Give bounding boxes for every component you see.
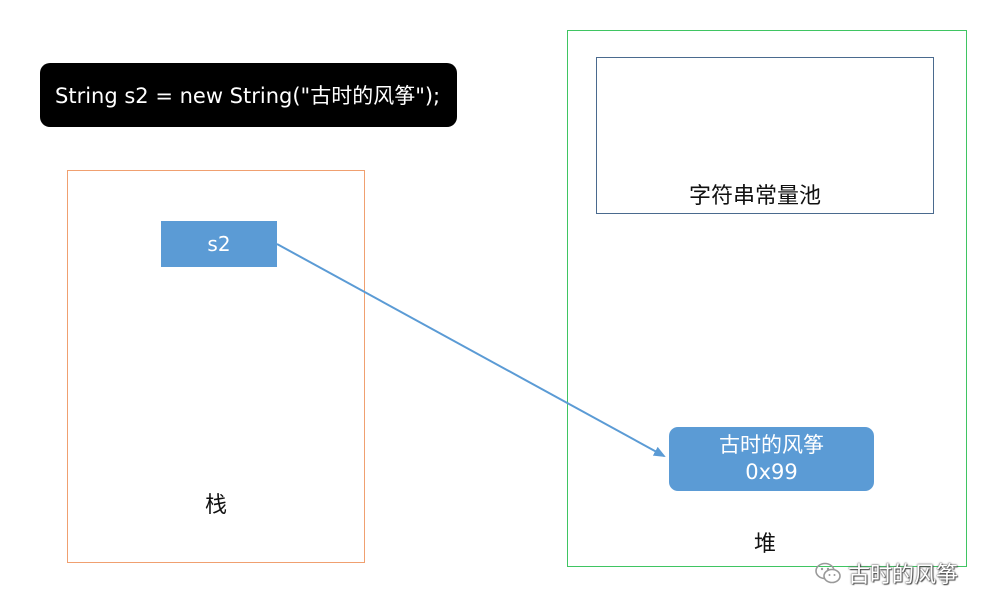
- watermark-text: 古时的风筝: [848, 563, 959, 588]
- heap-object-value: 古时的风筝: [719, 433, 824, 457]
- wechat-icon: [815, 562, 841, 584]
- code-snippet-box: String s2 = new String("古时的风筝");: [40, 63, 457, 127]
- stack-variable-s2: s2: [161, 221, 277, 267]
- heap-label: 堆: [754, 532, 777, 557]
- code-snippet-text: String s2 = new String("古时的风筝");: [55, 84, 441, 108]
- heap-object-address: 0x99: [745, 460, 798, 484]
- stack-variable-label: s2: [207, 232, 231, 256]
- heap-string-object: 古时的风筝 0x99: [669, 427, 874, 491]
- string-constant-pool-label: 字符串常量池: [689, 184, 822, 209]
- watermark: 古时的风筝: [814, 557, 958, 589]
- string-constant-pool: [596, 57, 934, 214]
- stack-label: 栈: [205, 493, 228, 518]
